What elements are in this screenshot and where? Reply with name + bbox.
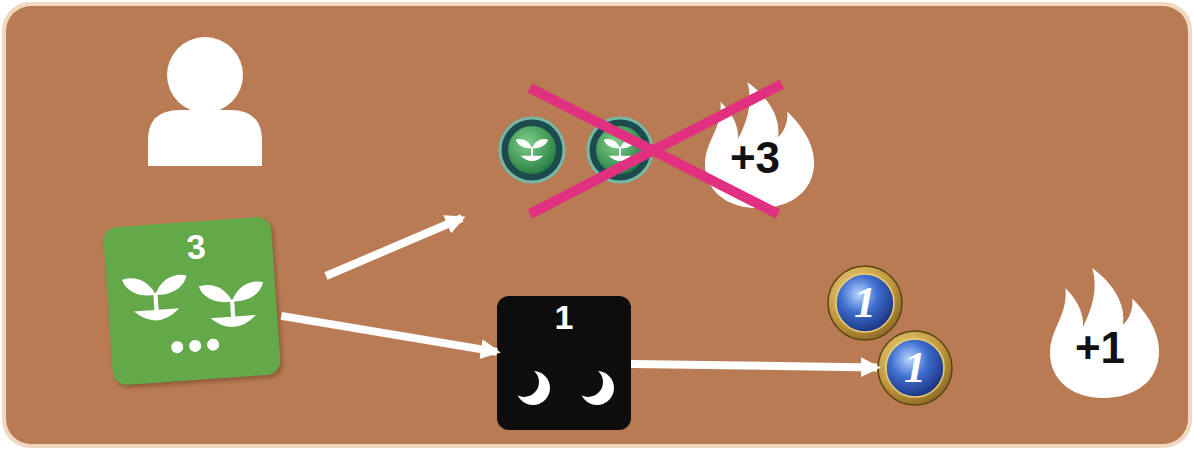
flow-arrow: [281, 316, 497, 352]
node-label: 3: [111, 224, 281, 270]
green-token: [588, 118, 652, 182]
moon-icon: [573, 367, 614, 405]
player-body: [148, 110, 262, 166]
choice-arrow: [326, 218, 462, 276]
green-token: [500, 118, 564, 182]
coin-rim: [828, 266, 902, 340]
player-head: [167, 37, 243, 113]
sprout-icon: [199, 281, 267, 329]
coin-token: 1: [877, 330, 953, 406]
flow-arrow: [631, 364, 877, 368]
coin-rim: [878, 331, 952, 405]
resource-tile: 3: [103, 216, 282, 385]
cross-out-mark: [530, 84, 782, 214]
sprout-icon: [122, 274, 190, 322]
flame-bonus: +1: [1045, 268, 1163, 400]
node-label: 1: [497, 300, 631, 334]
dot-mark: [189, 339, 202, 352]
cross-out-mark: [530, 88, 778, 214]
node-label: +3: [696, 136, 814, 180]
moon-icon: [509, 367, 550, 405]
node-label: +1: [1041, 326, 1159, 370]
panel-background: [6, 6, 1188, 444]
dot-mark: [171, 341, 184, 354]
moon-tile: 1: [497, 296, 631, 430]
flame-bonus: +3: [700, 82, 818, 210]
dot-mark: [207, 338, 220, 351]
node-label: 1: [877, 346, 953, 390]
node-label: 1: [827, 281, 903, 325]
coin-token: 1: [827, 265, 903, 341]
